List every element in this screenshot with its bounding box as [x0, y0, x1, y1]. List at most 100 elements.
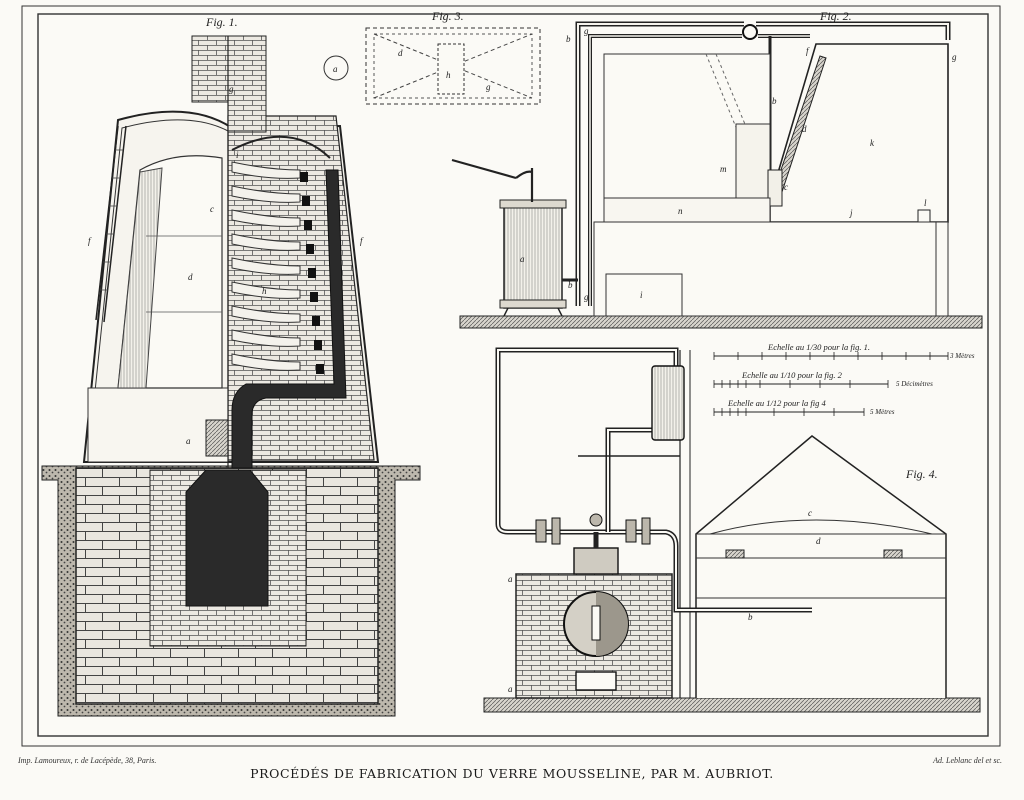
- outer-border: [21, 5, 1001, 747]
- fig4-building: [695, 435, 947, 698]
- fig1-ladder-rail-left: [95, 125, 119, 321]
- fig2-table-n: [603, 197, 771, 223]
- fig1-letter-f-left: f: [88, 236, 92, 246]
- printer-credit: Imp. Lamoureux, r. de Lacépède, 38, Pari…: [18, 756, 157, 765]
- fig4-bracket-right: [883, 549, 903, 559]
- inner-border: [37, 13, 989, 737]
- fig1-ladder-rungs: [100, 149, 123, 291]
- fig4-letter-c: c: [808, 508, 812, 518]
- engraver-credit: Ad. Leblanc del et sc.: [933, 756, 1002, 765]
- fig2-box-c: [767, 169, 783, 207]
- fig4-letter-b: b: [748, 612, 753, 622]
- fig4-letter-a-low: a: [508, 684, 513, 694]
- fig2-letter-g-right: g: [952, 52, 957, 62]
- fig4-floor: [483, 697, 981, 713]
- fig1-letter-h: h: [262, 286, 267, 296]
- fig1-shelves: [231, 161, 301, 371]
- scale-bars: Echelle au 1/30 pour la fig. 1. 3 Mètres…: [713, 342, 975, 416]
- fig2-pulley: [742, 24, 758, 40]
- fig4-arch-c: [709, 519, 933, 535]
- fig3-circle-a: [323, 55, 349, 81]
- fig1-left-chamber: [87, 387, 229, 463]
- fig3-centre-box: [437, 43, 465, 95]
- fig1-flue: [231, 169, 347, 469]
- fig3-title: Fig. 3.: [431, 9, 464, 23]
- fig1-vault: [231, 135, 331, 159]
- figure-1-furnace: Fig. 1. g i c d h f f a: [41, 15, 421, 717]
- fig1-letter-i: i: [236, 150, 239, 160]
- fig1-letter-f-right: f: [360, 236, 364, 246]
- fig2-letter-c: c: [784, 182, 788, 192]
- fig2-box-m: [735, 123, 771, 203]
- fig2-pipe-inner-core: [589, 35, 810, 306]
- figure-2-apparatus: Fig. 2. b g b d f g k m c n j l a i b g: [451, 9, 983, 329]
- fig4-boiler-gauge: [591, 605, 601, 641]
- figure-3-plan: Fig. 3. a d h g: [323, 9, 541, 105]
- fig4-bracket-left: [725, 549, 745, 559]
- fig3-letter-g: g: [486, 82, 491, 92]
- fig4-boiler-shade: [596, 592, 628, 656]
- fig2-part-l: [917, 209, 931, 223]
- fig2-duct-dashed-2: [715, 53, 769, 181]
- fig2-letter-b-mid: b: [772, 96, 777, 106]
- fig3-inner: [373, 33, 533, 99]
- scale-3-end: 5 Mètres: [870, 408, 895, 416]
- scale-bar-2: Echelle au 1/10 pour la fig. 2 5 Décimèt…: [713, 370, 933, 388]
- fig1-letter-c: c: [210, 204, 214, 214]
- fig3-letter-a: a: [333, 64, 338, 74]
- fig4-pipe-loop: [495, 347, 679, 524]
- fig2-pipe-outer-core: [577, 23, 949, 306]
- fig4-riser-core: [607, 429, 660, 532]
- fig1-shelf-supports: [300, 172, 324, 374]
- fig4-letter-d: d: [816, 536, 821, 546]
- fig2-letter-b-top: b: [566, 34, 571, 44]
- fig2-letter-g-low: g: [584, 292, 589, 302]
- fig2-letter-d: d: [802, 124, 807, 134]
- fig4-manifold-core: [497, 523, 812, 611]
- fig4-riser: [605, 427, 660, 532]
- fig1-chimney-left: [191, 35, 231, 103]
- scale-bar-1: Echelle au 1/30 pour la fig. 1. 3 Mètres: [713, 342, 975, 360]
- fig2-letter-j: j: [849, 208, 853, 218]
- fig2-pump-lever: [451, 158, 534, 202]
- fig1-letter-g: g: [229, 84, 234, 94]
- fig1-chimney-right: [227, 35, 267, 133]
- fig4-title: Fig. 4.: [905, 467, 938, 481]
- fig2-cylinder-feet: [503, 307, 563, 317]
- fig1-ladder-rail-right: [103, 125, 127, 323]
- fig2-letter-m: m: [720, 164, 727, 174]
- fig2-letter-n: n: [678, 206, 683, 216]
- fig2-letter-g-top: g: [584, 26, 589, 36]
- scale-bar-3: Echelle au 1/12 pour la fig 4 5 Mètres: [713, 398, 895, 416]
- scale-3-label: Echelle au 1/12 pour la fig 4: [727, 398, 826, 408]
- fig4-pipe-loop-core: [497, 349, 677, 524]
- fig2-letter-b-low: b: [568, 280, 573, 290]
- fig4-letter-a-top: a: [508, 574, 513, 584]
- fig4-firedoor: [575, 671, 617, 691]
- fig2-box-i: [605, 273, 683, 317]
- fig2-letter-f: f: [806, 46, 810, 56]
- fig4-valves: [535, 513, 651, 545]
- fig1-firebox: [205, 419, 229, 457]
- scale-2-label: Echelle au 1/10 pour la fig. 2: [741, 370, 843, 380]
- fig3-letter-h: h: [446, 70, 451, 80]
- fig4-condenser: [651, 365, 685, 441]
- scale-2-end: 5 Décimètres: [896, 380, 933, 388]
- fig4-vessel: [573, 547, 619, 575]
- plate-title: PROCÉDÉS DE FABRICATION DU VERRE MOUSSEL…: [250, 766, 774, 781]
- fig3-letter-d: d: [398, 48, 403, 58]
- fig2-letter-a: a: [520, 254, 525, 264]
- fig1-ash-pit: [185, 469, 269, 607]
- fig1-mould-hatch: [117, 167, 163, 389]
- fig1-title: Fig. 1.: [205, 15, 238, 29]
- fig2-title: Fig. 2.: [819, 9, 852, 23]
- fig2-letter-k: k: [870, 138, 875, 148]
- fig1-letter-d: d: [188, 272, 193, 282]
- fig2-cylinder-a: [503, 203, 563, 309]
- fig2-letter-l: l: [924, 198, 927, 208]
- fig2-letter-i: i: [640, 290, 643, 300]
- fig3-outline: [365, 27, 541, 105]
- fig2-floor: [459, 315, 983, 329]
- fig2-pipe-down: [768, 36, 778, 192]
